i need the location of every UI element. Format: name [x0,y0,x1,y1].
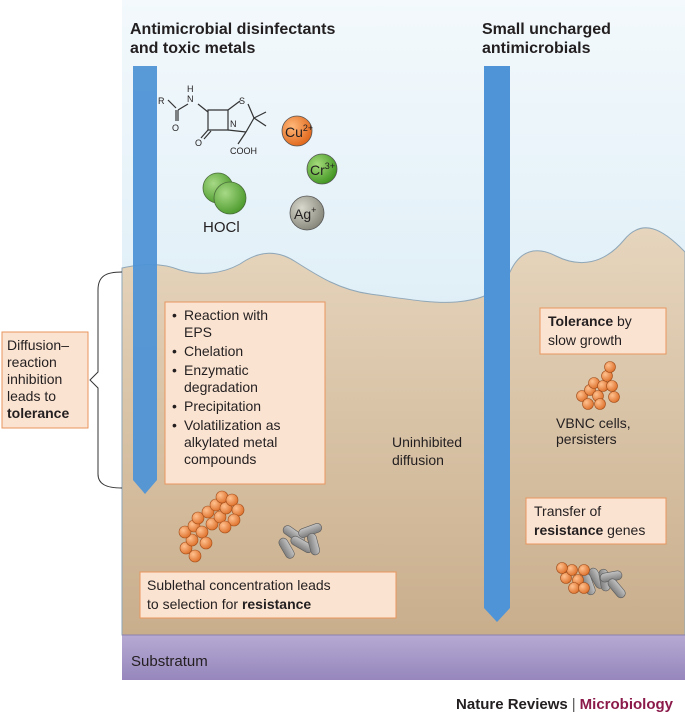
footer-separator: | [571,696,576,713]
svg-text:•: • [172,417,177,433]
beta-lactam-structure-icon [167,99,267,145]
svg-text:resistance genes: resistance genes [534,522,645,538]
substratum-layer [122,635,685,680]
transfer-box [525,497,667,545]
heading-left-line2: and toxic metals [130,40,255,57]
tolerance-bold: Tolerance [548,313,613,329]
mixed-cluster-icon [556,562,626,599]
side-label-line4: leads to [7,388,56,404]
mechanism-5-line1: Volatilization as [184,417,281,433]
hocl-label: HOCl [203,219,240,236]
side-label-line1: Diffusion– [7,337,69,353]
side-label-bold: tolerance [7,405,69,421]
svg-text:•: • [172,343,177,359]
mechanism-3-line2: degradation [184,379,258,395]
tolerance-line2: slow growth [548,332,622,348]
uninhibited-line2: diffusion [392,452,444,468]
ag-label: Ag [294,206,311,222]
vbnc-line2: persisters [556,431,617,447]
mechanisms-box [164,301,326,485]
left-diffusion-arrow [133,66,157,494]
svg-text:•: • [172,398,177,414]
heading-right-line2: antimicrobials [482,40,591,57]
mol-ring-o: O [195,138,202,148]
svg-text:•: • [172,307,177,323]
side-label-line2: reaction [7,354,57,370]
sublethal-line1: Sublethal concentration leads [147,577,331,593]
tolerance-rest: by [613,313,632,329]
journal-subject: Microbiology [579,696,673,713]
uninhibited-line1: Uninhibited [392,434,462,450]
tolerance-bracket [89,271,123,489]
transfer-rest: genes [603,522,645,538]
cu-label: Cu [285,124,303,140]
cu-ion-icon [281,115,313,147]
right-diffusion-arrow [484,66,510,622]
mol-r: R [158,96,165,106]
cr-ion-icon [306,153,338,185]
mechanisms-list: • Reaction with EPS • Chelation • Enzyma… [172,307,281,467]
tolerance-box [539,307,667,355]
transfer-bold: resistance [534,522,603,538]
rod-bacteria-left-icon [278,523,323,559]
ag-ion-icon [289,195,325,231]
mechanism-5-line3: compounds [184,451,256,467]
mechanism-5-line2: alkylated metal [184,434,277,450]
ag-charge: + [311,205,316,215]
svg-text:to selection for resistance: to selection for resistance [147,596,311,612]
mechanism-3-line1: Enzymatic [184,362,249,378]
sublethal-box [139,571,397,619]
mechanism-1-line2: EPS [184,324,212,340]
mol-amide-h: H [187,84,194,94]
svg-text:•: • [172,362,177,378]
mechanism-1-line1: Reaction with [184,307,268,323]
cocci-cluster-left-icon [178,490,245,563]
svg-text:Tolerance by: Tolerance by [548,313,632,329]
transfer-line1: Transfer of [534,503,601,519]
journal-footer: Nature Reviews|Microbiology [456,696,673,713]
cr-label: Cr [310,162,325,178]
substratum-label: Substratum [131,653,208,670]
mol-ring-n: N [230,119,237,129]
cu-charge: 2+ [303,123,313,133]
journal-name: Nature Reviews [456,696,568,713]
heading-right-line1: Small uncharged [482,21,611,38]
mol-cooh: COOH [230,146,257,156]
vbnc-line1: VBNC cells, [556,415,631,431]
heading-left-line1: Antimicrobial disinfectants [130,21,335,38]
side-label-line3: inhibition [7,371,62,387]
mol-amide-o: O [172,123,179,133]
sublethal-bold: resistance [242,596,311,612]
mechanism-4: Precipitation [184,398,261,414]
mol-ring-s: S [239,96,245,106]
side-label-box [1,331,89,429]
mol-amide-n: N [187,94,194,104]
svg-text:Ag+: Ag+ [294,205,316,222]
cocci-cluster-right-icon [576,361,620,410]
svg-text:Cu2+: Cu2+ [285,123,313,140]
cr-charge: 3+ [325,161,335,171]
mechanism-2: Chelation [184,343,243,359]
sublethal-line2: to selection for [147,596,242,612]
svg-text:Cr3+: Cr3+ [310,161,335,178]
